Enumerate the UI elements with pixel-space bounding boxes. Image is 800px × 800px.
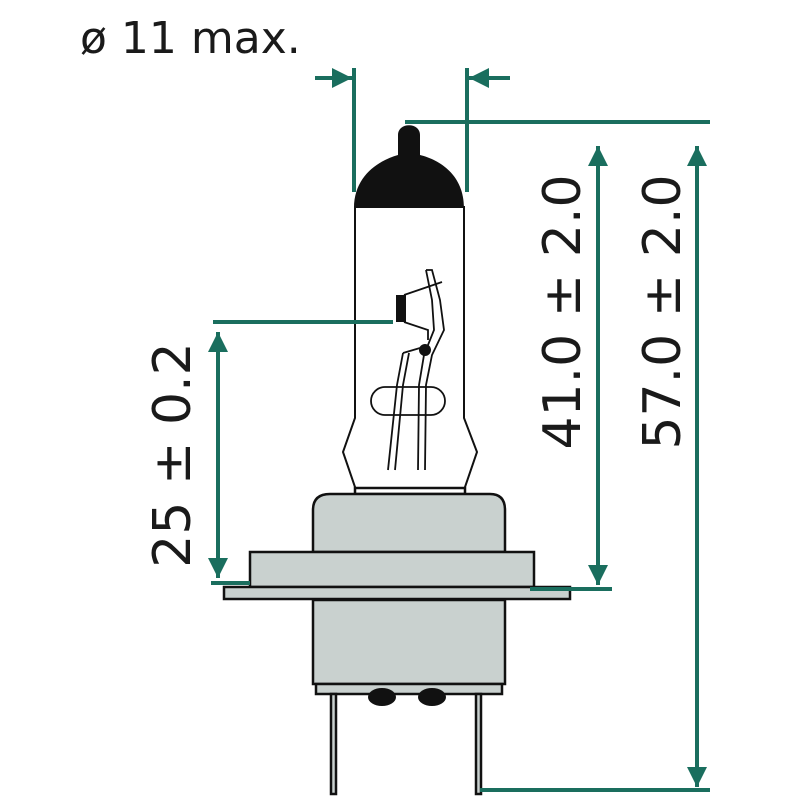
dimension-lines [208,68,710,792]
bulb-glass [341,206,479,491]
dimension-glass-length: 41.0 ± 2.0 [533,174,593,449]
filament [370,269,446,471]
dimension-overall-length: 57.0 ± 2.0 [633,174,693,449]
bulb-tip [354,125,464,208]
filament-weld [419,344,431,356]
diameter-label: ø 11 max. [80,13,301,64]
dimension-light-center: 25 ± 0.2 [143,342,203,568]
base-contacts [368,688,446,706]
shield-cap [396,295,406,322]
bulb-base [222,486,572,796]
